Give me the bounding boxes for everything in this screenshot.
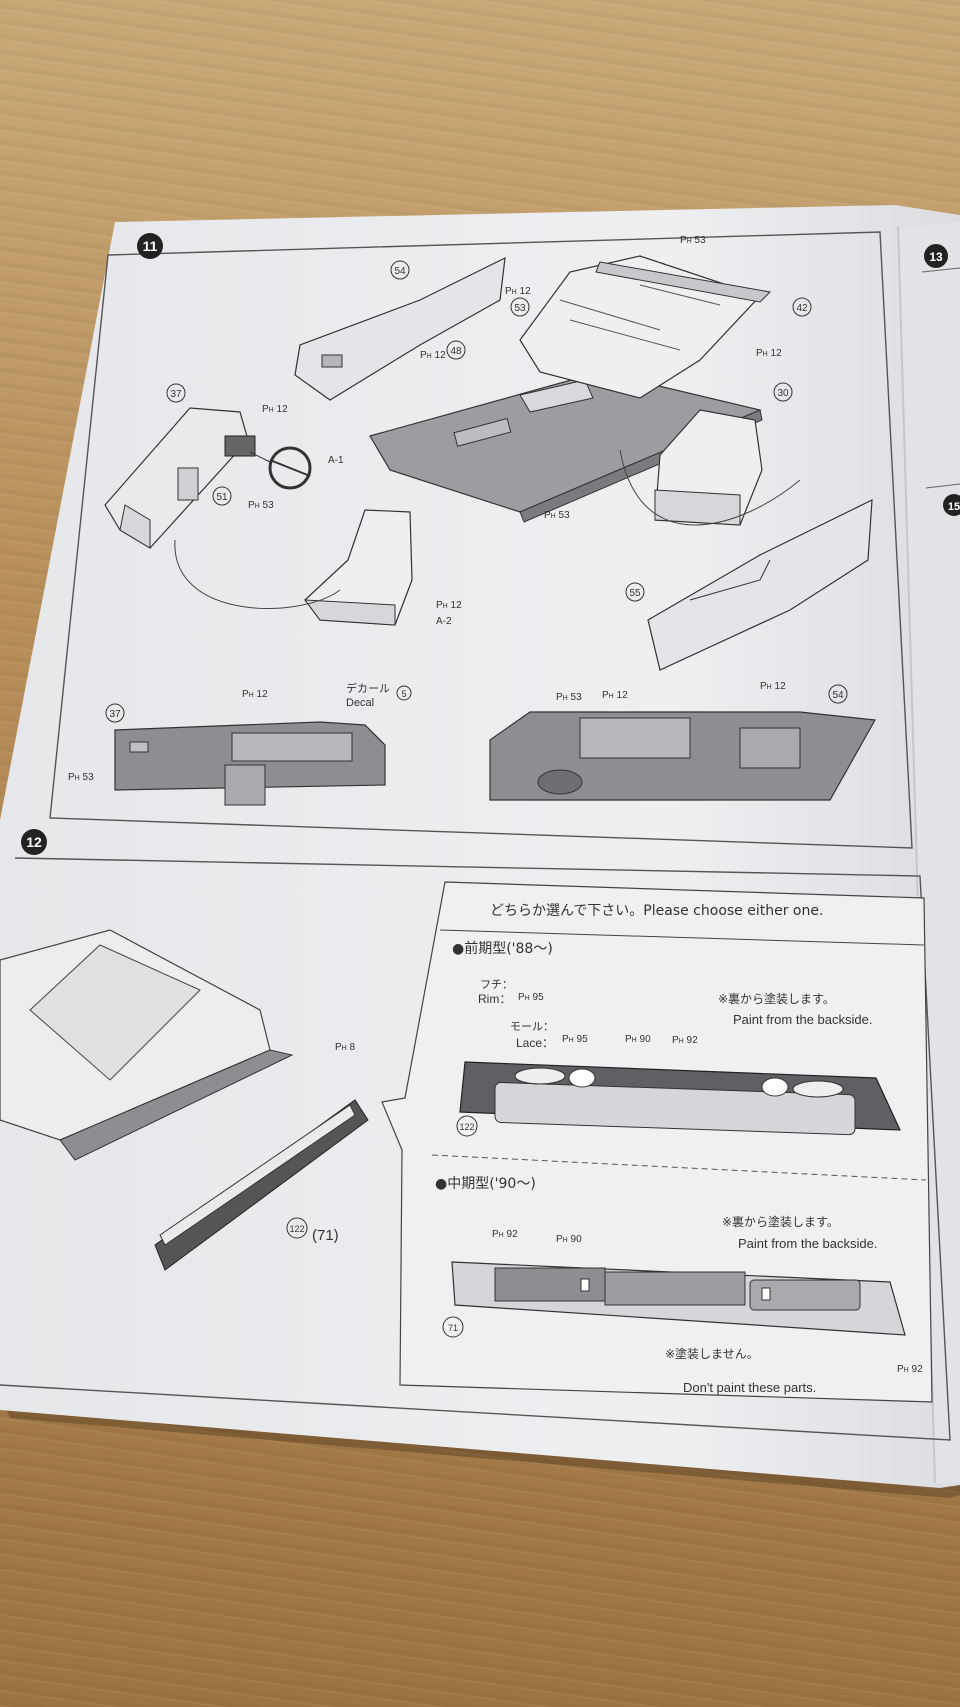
svg-text:※裏から塗装します。: ※裏から塗装します。 [718,991,835,1006]
svg-text:PH 53: PH 53 [68,772,94,783]
decal-en-label: Decal [346,697,374,709]
svg-text:15: 15 [948,501,960,513]
part-48-callout: 48 [446,340,466,360]
decal-jp-label: デカール [346,681,390,695]
front-seat-30-drawing [654,409,763,526]
svg-text:PH 53: PH 53 [556,692,582,703]
dashboard-front-view [114,721,386,806]
svg-text:PH 92: PH 92 [492,1229,518,1240]
part-30-callout: 30 [773,382,793,402]
early-tail-panel [459,1061,901,1136]
part-55-callout: 55 [625,582,645,602]
part-122-callout: 122 [456,1115,478,1137]
svg-text:PH 95: PH 95 [518,992,544,1003]
part-71-paren: (71) [312,1227,339,1244]
svg-text:PH 92: PH 92 [897,1364,923,1375]
svg-text:54: 54 [394,266,406,277]
svg-text:PH 12: PH 12 [242,689,268,700]
svg-text:PH 12: PH 12 [505,286,531,297]
bucket-seat-drawing [303,509,413,626]
paint-ph12-label: PH 12 [262,404,288,415]
svg-text:13: 13 [929,250,943,264]
dashboard-3d-drawing [104,407,312,549]
svg-text:Paint from the backside.: Paint from the backside. [733,1012,872,1027]
svg-text:12: 12 [26,834,42,850]
svg-text:54: 54 [832,690,844,701]
svg-text:PH 92: PH 92 [672,1035,698,1046]
svg-text:53: 53 [514,303,526,314]
door-panel-55-drawing [647,499,873,671]
svg-text:PH 12: PH 12 [760,681,786,692]
next-page-edge [900,222,960,1484]
part-122-callout-rear: 122 [286,1217,308,1239]
early-type-title: ●前期型('88〜) [452,940,553,957]
svg-text:PH 95: PH 95 [562,1034,588,1045]
svg-text:PH 12: PH 12 [602,690,628,701]
svg-text:PH 90: PH 90 [556,1234,582,1245]
mid-type-title: ●中期型('90〜) [435,1176,536,1192]
part-37-callout: 37 [166,383,186,403]
mid-tail-panel [451,1261,906,1336]
svg-text:71: 71 [448,1323,458,1333]
step-12-panel: 12 PH 8 122 (71) どちらか選んで下さい。Please choos… [0,829,951,1441]
step-11-panel: 11 13 15 37 51 PH 12 PH 53 A-1 [49,231,960,849]
step-15-badge [943,494,960,516]
svg-text:51: 51 [216,492,228,503]
svg-text:37: 37 [109,709,121,720]
paint-ph53-label: PH 53 [248,500,274,511]
svg-text:37: 37 [170,389,182,400]
svg-text:55: 55 [629,588,641,599]
step-12-badge [21,829,47,855]
part-54-callout: 54 [390,260,410,280]
door-interior-view [489,711,876,801]
part-5-callout: 5 [396,685,412,701]
svg-text:Paint from the backside.: Paint from the backside. [738,1236,877,1251]
svg-text:42: 42 [796,303,808,314]
choose-text: どちらか選んで下さい。Please choose either one. [490,903,823,919]
svg-text:122: 122 [459,1122,474,1132]
step-11-badge [137,233,163,259]
car-rear-drawing [0,929,369,1271]
part-54-bottom-callout: 54 [828,684,848,704]
wheel-marker: A-1 [328,455,344,466]
svg-text:11: 11 [143,238,158,254]
svg-text:30: 30 [777,388,789,399]
svg-text:Lace：: Lace： [516,1036,554,1050]
svg-text:PH 8: PH 8 [335,1042,356,1053]
svg-text:PH 12: PH 12 [436,600,462,611]
part-53-callout: 53 [510,297,530,317]
svg-text:Rim：: Rim： [478,992,511,1006]
svg-text:PH 12: PH 12 [420,350,446,361]
svg-text:PH 53: PH 53 [544,510,570,521]
part-71-callout: 71 [442,1316,464,1338]
svg-text:Don't paint these parts.: Don't paint these parts. [683,1380,816,1395]
step-13-badge [924,244,948,268]
svg-text:モール：: モール： [510,1020,554,1033]
svg-text:※裏から塗装します。: ※裏から塗装します。 [722,1214,839,1229]
svg-text:48: 48 [450,346,462,357]
svg-text:PH 90: PH 90 [625,1034,651,1045]
part-51-callout: 51 [212,486,232,506]
svg-text:※塗装しません。: ※塗装しません。 [665,1346,759,1361]
svg-text:PH 53: PH 53 [680,235,706,246]
part-42-callout: 42 [792,297,812,317]
svg-text:122: 122 [289,1224,304,1234]
part-37-bottom-callout: 37 [105,703,125,723]
svg-text:フチ：: フチ： [480,978,513,991]
svg-text:5: 5 [401,689,406,699]
svg-text:PH 12: PH 12 [756,348,782,359]
door-panel-54-drawing [294,256,506,401]
seat-marker: A-2 [436,616,452,627]
